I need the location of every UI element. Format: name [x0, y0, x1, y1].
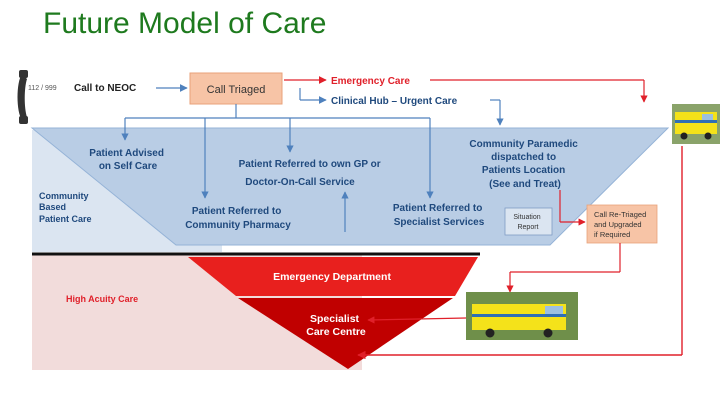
ambulance-icon — [672, 104, 720, 144]
page-title: Future Model of Care — [43, 7, 327, 40]
call-retriaged-label: Call Re-Triaged and Upgraded if Required — [594, 210, 648, 239]
ambulance-to-centre-arrow — [367, 316, 467, 324]
situation-report-label: Situation Report — [513, 214, 542, 231]
community-paramedic-label: Community Paramedic dispatched to Patien… — [469, 139, 580, 190]
specialist-referral-label: Patient Referred to Specialist Services — [393, 203, 485, 228]
call-to-neoc-label: Call to NEOC — [74, 83, 136, 94]
call-retriaged-box — [586, 204, 658, 244]
emergency-department-label: Emergency Department — [273, 271, 391, 283]
gp-referral-label: Patient Referred to own GP or Doctor-On-… — [239, 159, 384, 188]
community-zone-label: Community Based Patient Care — [39, 191, 92, 224]
specialist-care-centre-label: Specialist Care Centre — [306, 313, 366, 338]
call-triaged-label: Call Triaged — [207, 84, 266, 96]
phone-numbers: 112 / 999 — [28, 85, 57, 92]
specialist-care-centre-band — [238, 298, 453, 369]
ambulance-photo-icon — [466, 292, 578, 340]
clinical-hub-label: Clinical Hub – Urgent Care — [331, 96, 458, 107]
emergency-care-label: Emergency Care — [331, 76, 410, 87]
high-acuity-label: High Acuity Care — [66, 294, 138, 304]
phone-icon — [17, 70, 28, 124]
self-care-label: Patient Advised on Self Care — [89, 148, 166, 172]
emergency-department-band — [188, 257, 478, 296]
situation-report-box — [504, 207, 553, 236]
pharmacy-referral-label: Patient Referred to Community Pharmacy — [185, 206, 291, 231]
call-triaged-box — [189, 72, 283, 105]
